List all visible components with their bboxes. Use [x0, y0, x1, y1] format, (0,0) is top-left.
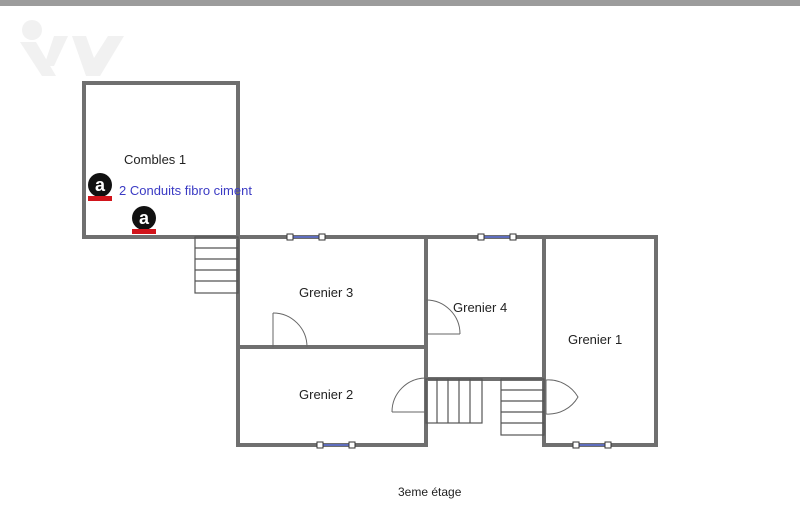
door-grenier-2: [391, 377, 427, 413]
window-grenier-2-bottom: [316, 441, 356, 449]
svg-text:a: a: [139, 208, 150, 228]
window-grenier-1-bottom: [572, 441, 612, 449]
asbestos-marker-1[interactable]: a: [87, 172, 115, 202]
asbestos-marker-2[interactable]: a: [131, 205, 159, 235]
room-label-grenier-2: Grenier 2: [299, 387, 354, 402]
stairs-middle: [425, 378, 483, 424]
floor-caption: 3eme étage: [398, 485, 462, 499]
stairs-right: [500, 378, 545, 436]
window-grenier-4-top: [477, 233, 517, 241]
room-combles-1-walls: [82, 81, 240, 239]
annotation-conduits[interactable]: 2 Conduits fibro ciment: [119, 183, 252, 198]
room-label-grenier-4: Grenier 4: [453, 300, 508, 315]
top-bar: [0, 0, 800, 6]
svg-text:a: a: [95, 175, 106, 195]
door-grenier-3: [272, 312, 308, 348]
room-label-grenier-3: Grenier 3: [299, 285, 354, 300]
stairs-left: [194, 236, 239, 294]
door-grenier-1: [545, 379, 579, 415]
asbestos-marker-icon: a: [132, 206, 156, 234]
window-grenier-3-top: [286, 233, 326, 241]
asbestos-marker-icon: a: [88, 173, 112, 201]
watermark-logo: [20, 20, 124, 76]
door-grenier-4: [425, 299, 461, 335]
room-label-combles-1: Combles 1: [124, 152, 187, 167]
room-label-grenier-1: Grenier 1: [568, 332, 623, 347]
